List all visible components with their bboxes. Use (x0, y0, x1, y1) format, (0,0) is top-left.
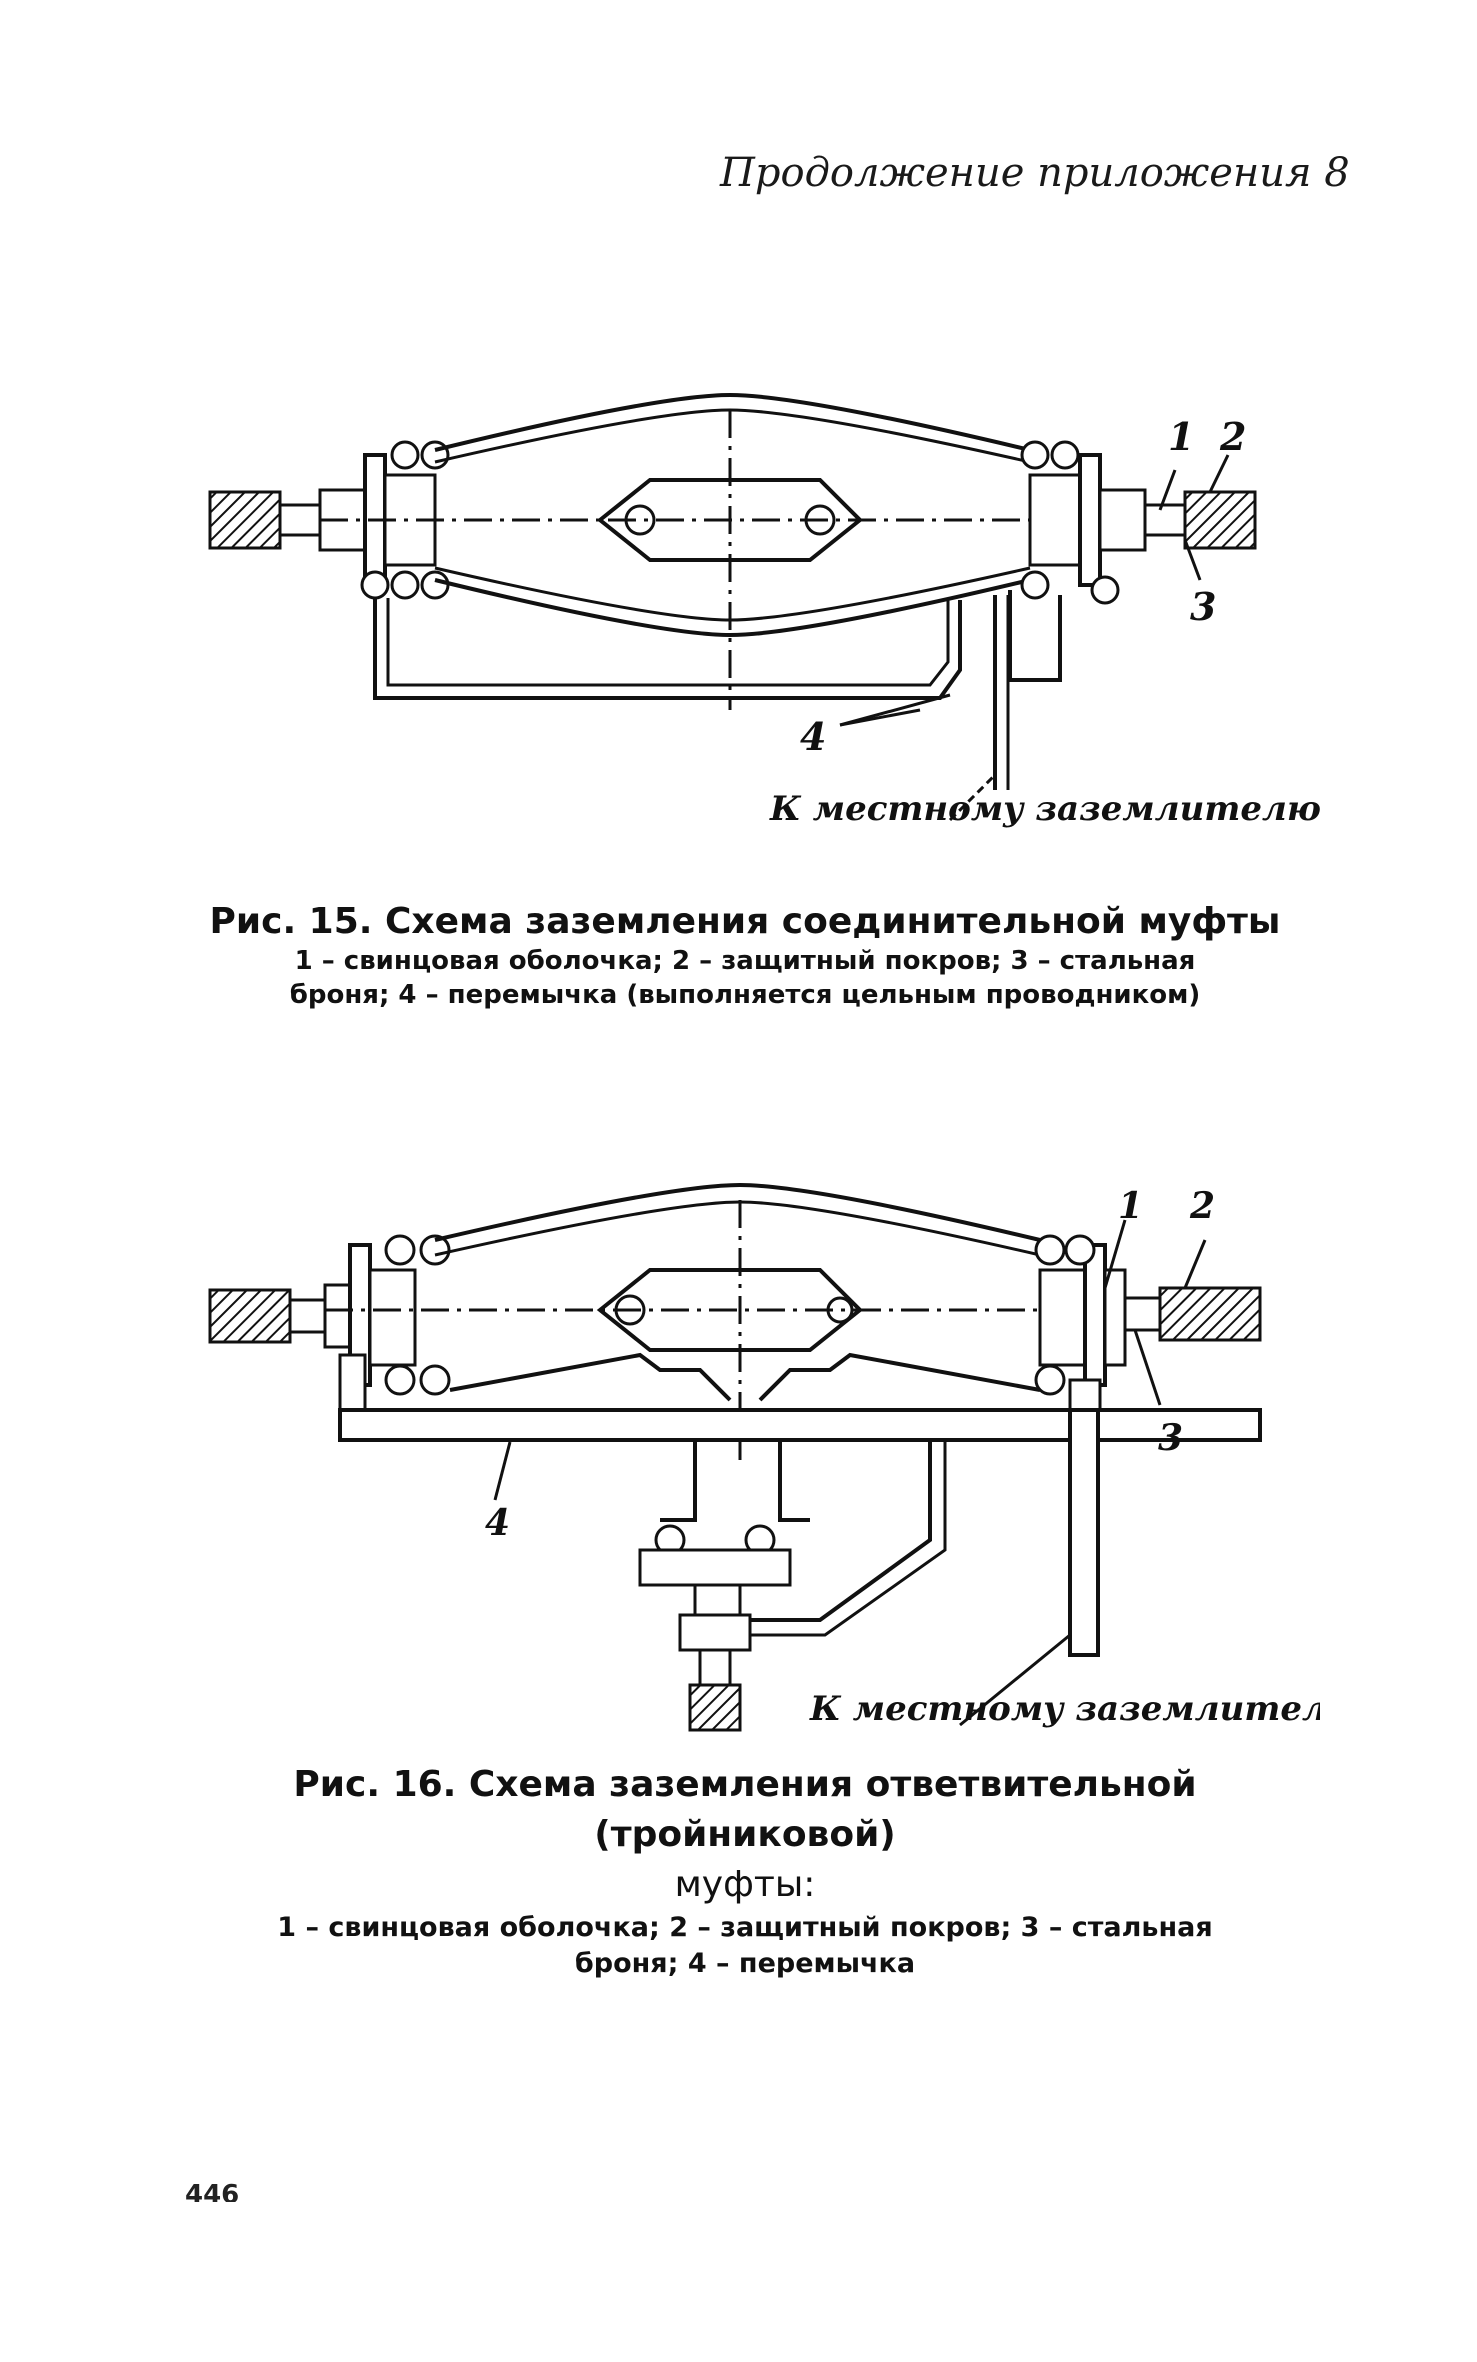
figure-16-caption: Рис. 16. Схема заземления ответвительной… (150, 1760, 1340, 1982)
figure-15-caption: Рис. 15. Схема заземления соединительной… (180, 900, 1310, 1012)
fig16-caption-title1: Рис. 16. Схема заземления ответвительной… (293, 1764, 1197, 1855)
fig16-ground-label: К местному заземлителю (809, 1689, 1320, 1729)
fig15-caption-title: Рис. 15. Схема заземления соединительной… (209, 901, 1281, 942)
figure-16-diagram: 1 2 3 4 К местному заземлителю (208, 1182, 1320, 1732)
fig16-caption-title2: муфты: (674, 1864, 816, 1905)
fig15-label-4: 4 (800, 714, 826, 759)
figure-15-diagram: 1 2 3 4 К местному заземлителю (208, 392, 1320, 829)
fig16-caption-line2: броня; 4 – перемычка (574, 1948, 916, 1979)
fig15-ground-label: К местному заземлителю (769, 789, 1320, 829)
cable-left (208, 490, 282, 550)
fig15-caption-line2: броня; 4 – перемычка (выполняется цельны… (289, 980, 1201, 1010)
cable-right (1183, 490, 1257, 550)
running-header: Продолжение приложения 8 (720, 150, 1350, 196)
page-number: 446 (185, 2180, 240, 2202)
fig15-label-2: 2 (1219, 414, 1246, 459)
fig16-label-2: 2 (1189, 1185, 1215, 1227)
fig16-caption-line1: 1 – свинцовая оболочка; 2 – защитный пок… (277, 1912, 1213, 1943)
fig15-caption-line1: 1 – свинцовая оболочка; 2 – защитный пок… (294, 946, 1196, 976)
fig15-label-3: 3 (1190, 584, 1216, 629)
fig16-label-1: 1 (1118, 1185, 1143, 1227)
fig15-label-1: 1 (1168, 414, 1194, 459)
fig16-label-4: 4 (485, 1502, 510, 1544)
fig16-label-3: 3 (1158, 1417, 1183, 1459)
